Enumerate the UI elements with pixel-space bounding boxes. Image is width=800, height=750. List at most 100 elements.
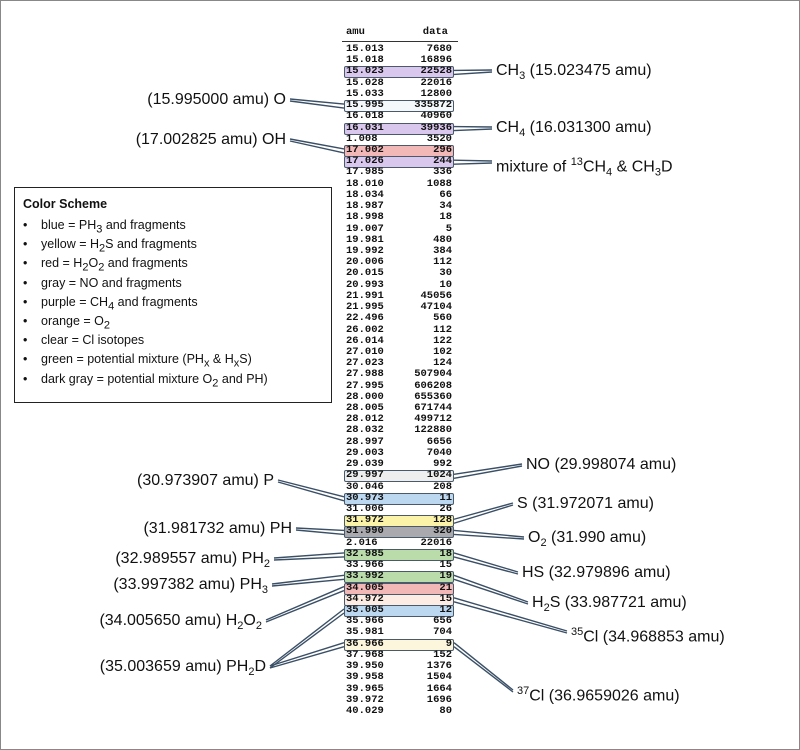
data-cell: 10 bbox=[439, 278, 452, 291]
legend-item: •blue = PH3 and fragments bbox=[23, 216, 268, 236]
highlight-box bbox=[344, 548, 454, 561]
text-segment: S) bbox=[239, 352, 252, 367]
amu-cell: 15.023 bbox=[346, 65, 384, 78]
header-amu: amu bbox=[346, 26, 365, 38]
leader-line bbox=[269, 641, 345, 667]
text-segment: CH bbox=[496, 119, 520, 136]
text-segment: Cl (36.9659026 amu) bbox=[529, 687, 680, 705]
text-segment: CH bbox=[496, 62, 520, 79]
data-cell: 18 bbox=[439, 211, 452, 224]
data-cell: 112 bbox=[433, 323, 452, 336]
amu-cell: 16.018 bbox=[346, 110, 384, 123]
bullet-icon: • bbox=[23, 294, 28, 309]
subscript: 2 bbox=[543, 602, 550, 615]
amu-cell: 27.010 bbox=[346, 345, 384, 358]
table-row: 39.958 1504 bbox=[342, 672, 458, 683]
text-segment: H bbox=[532, 594, 544, 611]
header-rule bbox=[342, 41, 458, 42]
leader-line bbox=[289, 98, 345, 105]
text-segment: (17.002825 amu) OH bbox=[135, 131, 286, 148]
text-segment: mixture of bbox=[496, 158, 571, 176]
text-segment: & H bbox=[209, 352, 234, 367]
leader-line bbox=[265, 589, 345, 623]
highlight-box bbox=[344, 605, 454, 617]
data-cell: 384 bbox=[433, 244, 452, 257]
table-row: 15.018 16896 bbox=[342, 55, 458, 66]
data-cell: 560 bbox=[433, 312, 452, 325]
text-segment: (30.973907 amu) P bbox=[137, 472, 274, 489]
data-cell: 1504 bbox=[426, 671, 452, 684]
text-segment: gray = NO and fragments bbox=[41, 275, 182, 290]
annotation-label-right: S (31.972071 amu) bbox=[517, 494, 654, 514]
legend-item: •orange = O2 bbox=[23, 312, 268, 332]
data-cell: 22528 bbox=[420, 65, 452, 78]
annotation-label-right: mixture of 13CH4 & CH3D bbox=[496, 152, 673, 183]
bullet-icon: • bbox=[23, 218, 28, 232]
data-cell: 40960 bbox=[420, 110, 452, 123]
bullet-icon: • bbox=[23, 256, 28, 271]
leader-line bbox=[453, 552, 519, 573]
leader-line bbox=[265, 585, 345, 621]
leader-line bbox=[269, 612, 345, 669]
text-segment: (15.995000 amu) O bbox=[147, 91, 286, 108]
data-cell: 704 bbox=[433, 626, 452, 639]
text-segment: D bbox=[660, 158, 673, 176]
data-cell: 15 bbox=[439, 559, 452, 572]
data-cell: 11 bbox=[439, 491, 452, 504]
text-segment: and fragments bbox=[102, 218, 186, 232]
text-segment: CH bbox=[582, 158, 607, 176]
bullet-icon: • bbox=[23, 237, 28, 252]
text-segment: and fragments bbox=[104, 256, 188, 271]
leader-line bbox=[271, 578, 345, 587]
amu-cell: 15.018 bbox=[346, 54, 384, 67]
data-cell: 16896 bbox=[420, 54, 452, 67]
data-cell: 9 bbox=[445, 637, 452, 650]
amu-cell: 28.032 bbox=[346, 424, 384, 437]
leader-line bbox=[453, 128, 493, 132]
amu-cell: 39.958 bbox=[346, 671, 384, 684]
data-cell: 1376 bbox=[426, 660, 452, 673]
data-cell: 1024 bbox=[426, 469, 452, 482]
amu-cell: 39.950 bbox=[346, 660, 384, 673]
leader-line bbox=[277, 479, 345, 498]
leader-line bbox=[453, 601, 568, 634]
data-cell: 21 bbox=[439, 581, 452, 594]
data-cell: 1664 bbox=[426, 682, 452, 695]
text-segment: blue = PH bbox=[41, 218, 97, 232]
amu-cell: 27.023 bbox=[346, 357, 384, 370]
text-segment: red = H bbox=[41, 256, 83, 271]
leader-line bbox=[271, 574, 345, 585]
text-segment: clear = Cl isotopes bbox=[41, 333, 145, 348]
data-cell: 992 bbox=[433, 458, 452, 471]
data-cell: 499712 bbox=[414, 413, 452, 426]
amu-cell: 19.992 bbox=[346, 244, 384, 257]
subscript: 3 bbox=[519, 70, 526, 83]
data-cell: 7040 bbox=[426, 446, 452, 459]
amu-cell: 15.013 bbox=[346, 43, 384, 55]
leader-line bbox=[289, 140, 345, 154]
amu-cell: 19.981 bbox=[346, 233, 384, 246]
amu-cell: 19.007 bbox=[346, 222, 384, 235]
legend-item: •green = potential mixture (PHx & HxS) bbox=[23, 350, 268, 370]
subscript: x bbox=[203, 357, 210, 370]
data-cell: 26 bbox=[439, 503, 452, 516]
table-row: 15.023 22528 bbox=[342, 66, 458, 77]
amu-cell: 15.033 bbox=[346, 87, 384, 100]
